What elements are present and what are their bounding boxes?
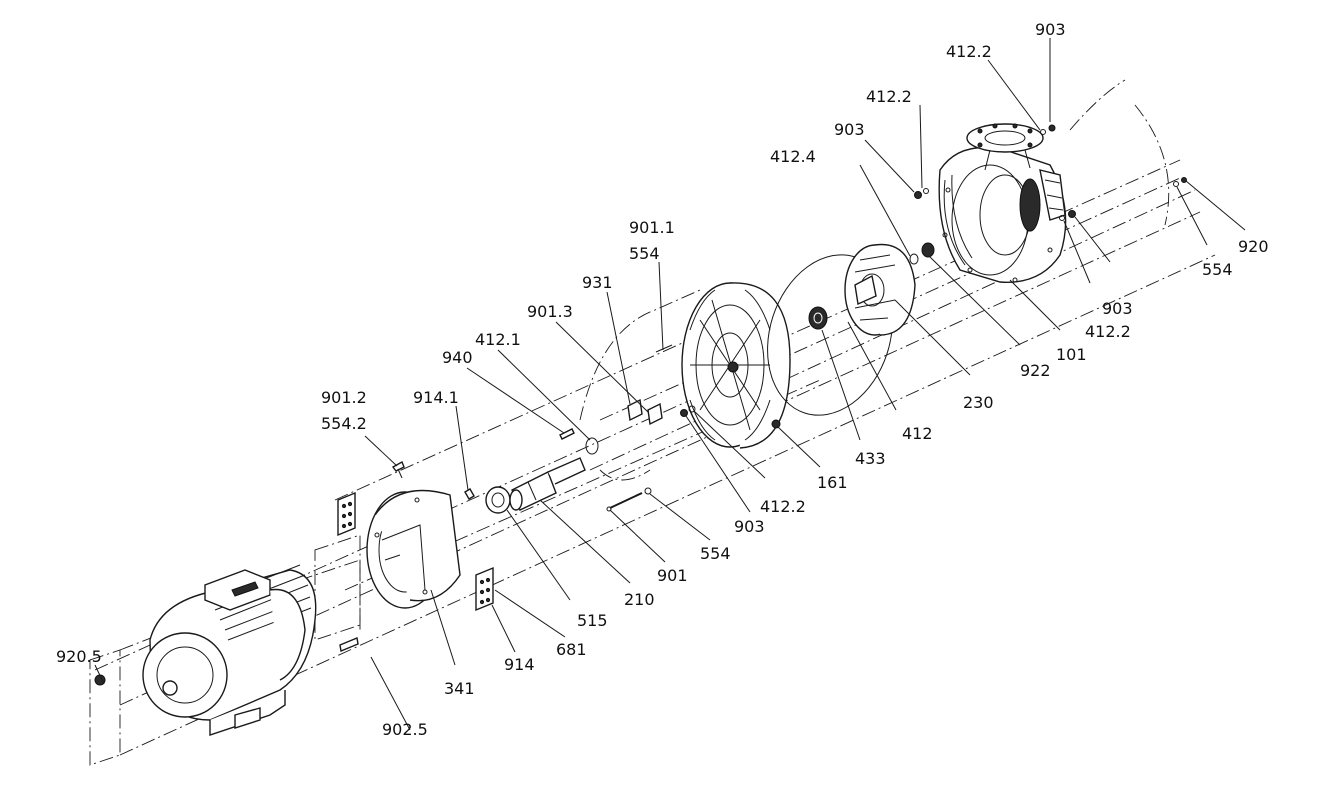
label-901-2: 901.2 — [321, 388, 367, 407]
label-412-2-right: 412.2 — [1085, 322, 1131, 341]
label-940: 940 — [442, 348, 473, 367]
washer-412-2-right — [1059, 215, 1065, 221]
washer-554-right — [1173, 181, 1179, 187]
motor — [142, 564, 317, 736]
casing-cover-161 — [681, 282, 791, 449]
label-341: 341 — [444, 679, 475, 698]
washer-554-lower — [644, 487, 652, 495]
label-931: 931 — [582, 273, 613, 292]
ring-515 — [485, 486, 511, 514]
label-230: 230 — [963, 393, 994, 412]
clip-931 — [627, 398, 663, 426]
screw-901-1 — [655, 344, 673, 353]
guard-plate-left — [337, 491, 356, 537]
label-901-1: 901.1 — [629, 218, 675, 237]
label-554-right: 554 — [1202, 260, 1233, 279]
label-903-lower: 903 — [734, 517, 765, 536]
nut-903-right — [1068, 210, 1076, 218]
washer-412-2-mid — [923, 188, 929, 194]
nut-922 — [921, 242, 935, 258]
label-922: 922 — [1020, 361, 1051, 380]
key-940 — [559, 428, 575, 440]
label-554-lower: 554 — [700, 544, 731, 563]
nut-903-lower — [680, 409, 688, 417]
pin-902-5 — [339, 637, 359, 652]
label-433: 433 — [855, 449, 886, 468]
label-412: 412 — [902, 424, 933, 443]
label-554-2: 554.2 — [321, 414, 367, 433]
pump-casing-101 — [938, 123, 1067, 283]
stud-901 — [606, 492, 643, 512]
label-515: 515 — [577, 611, 608, 630]
label-920: 920 — [1238, 237, 1269, 256]
adapter-341 — [366, 489, 461, 609]
nut-920 — [1181, 177, 1187, 183]
label-412-2-lower: 412.2 — [760, 497, 806, 516]
label-914-1: 914.1 — [413, 388, 459, 407]
label-412-4: 412.4 — [770, 147, 816, 166]
washer-412-4 — [909, 253, 919, 265]
washer-412-2-lower — [688, 405, 696, 413]
label-903-right: 903 — [1102, 299, 1133, 318]
label-901-3: 901.3 — [527, 302, 573, 321]
nut-903-upper — [914, 191, 922, 199]
label-412-2-top: 412.2 — [946, 42, 992, 61]
seal-433 — [808, 306, 828, 330]
label-902-5: 902.5 — [382, 720, 428, 739]
label-914: 914 — [504, 655, 535, 674]
screw-914-1 — [464, 488, 475, 500]
screw-901-2 — [391, 461, 405, 479]
label-903-top: 903 — [1035, 20, 1066, 39]
leader-lines — [94, 38, 1246, 731]
label-412-2-mid: 412.2 — [866, 87, 912, 106]
label-210: 210 — [624, 590, 655, 609]
shaft-210 — [509, 457, 586, 511]
label-903-upper: 903 — [834, 120, 865, 139]
o-ring-412-1 — [585, 437, 599, 455]
nut-903-top — [1048, 124, 1056, 132]
washer-412-2-top — [1040, 129, 1046, 135]
label-920-5: 920.5 — [56, 647, 102, 666]
label-412-1: 412.1 — [475, 330, 521, 349]
guard-plate-right — [475, 566, 494, 612]
label-101: 101 — [1056, 345, 1087, 364]
label-681: 681 — [556, 640, 587, 659]
label-901: 901 — [657, 566, 688, 585]
impeller-230 — [844, 243, 916, 336]
label-161: 161 — [817, 473, 848, 492]
part-labels: 903 412.2 412.2 903 412.4 901.1 554 931 … — [56, 20, 1269, 739]
label-554-upper: 554 — [629, 244, 660, 263]
